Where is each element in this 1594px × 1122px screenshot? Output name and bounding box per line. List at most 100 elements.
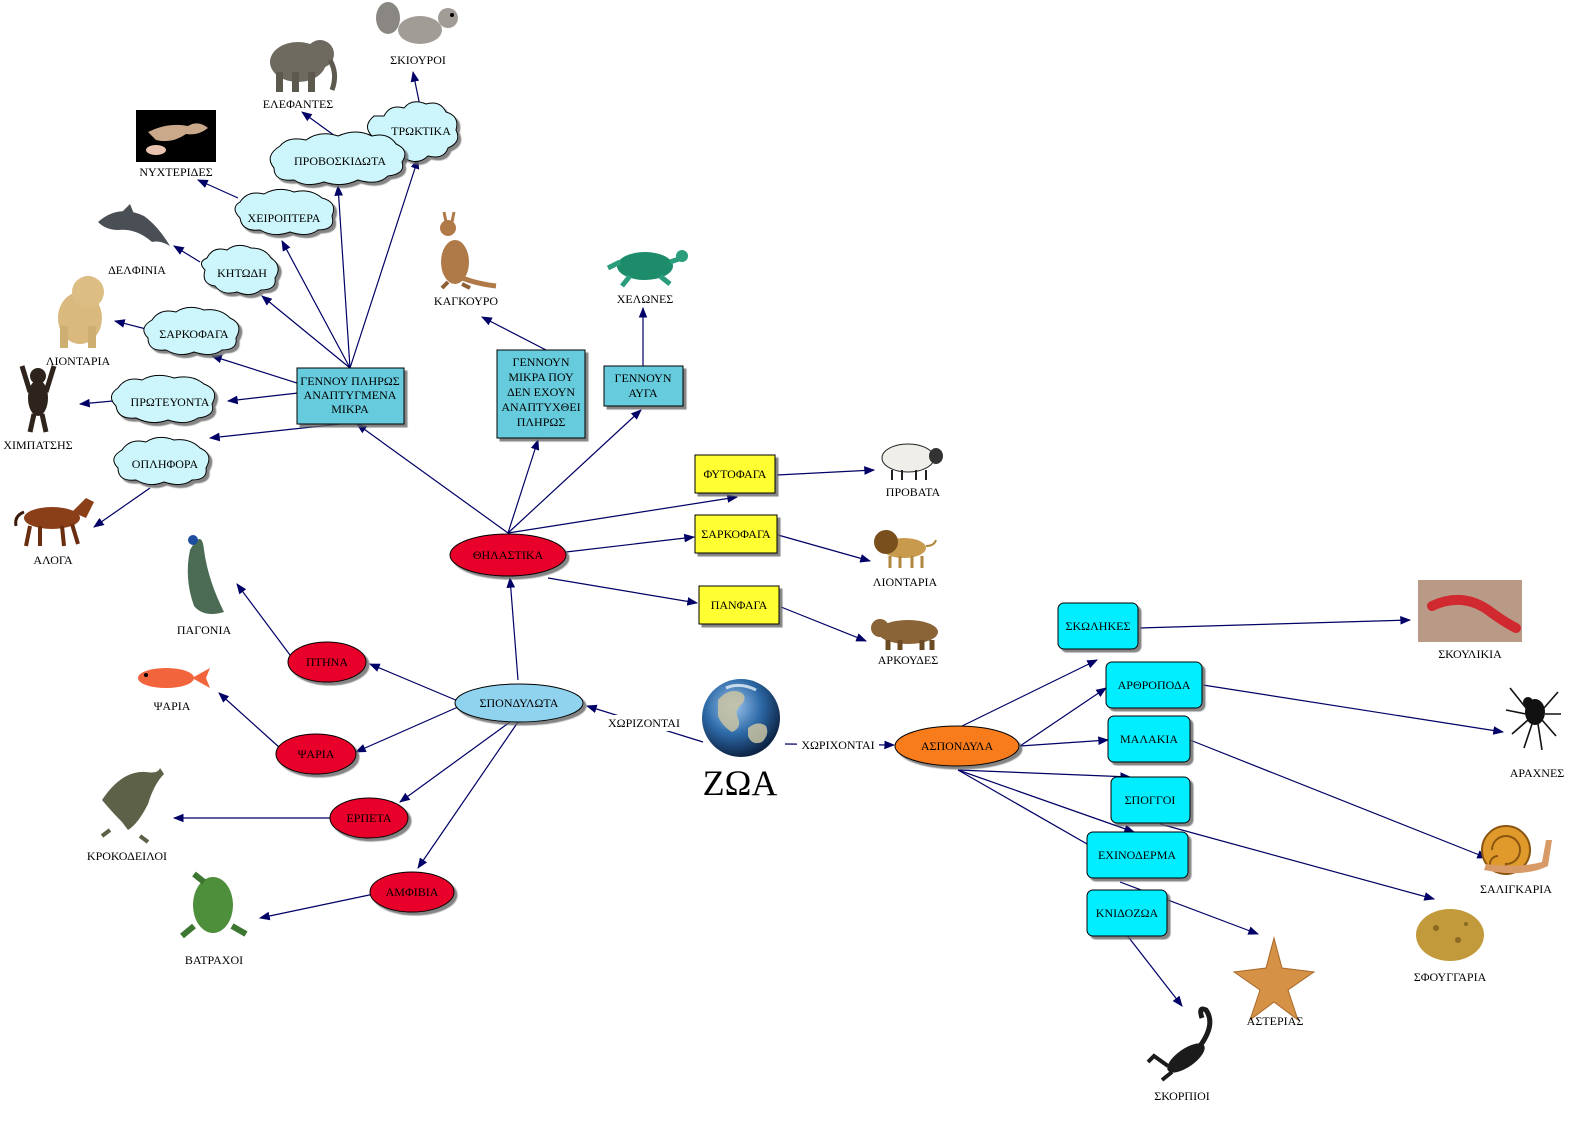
- lion-icon: [874, 530, 937, 568]
- node-fish[interactable]: [275, 733, 357, 775]
- spider-icon: [1505, 687, 1561, 751]
- label-spiders: ΑΡΑΧΝΕΣ: [1510, 766, 1565, 780]
- node-placental-line3: ΜΙΚΡΑ: [331, 402, 369, 416]
- node-vertebrates[interactable]: [454, 683, 584, 723]
- label-kangaroo: ΚΑΓΚΟΥΡΟ: [434, 294, 499, 308]
- label-sheep: ΠΡΟΒΑΤΑ: [886, 485, 941, 499]
- label-snails: ΣΑΛΙΓΚΑΡΙΑ: [1480, 882, 1552, 896]
- bat-icon: [136, 110, 216, 162]
- node-arthropods[interactable]: [1105, 661, 1203, 709]
- node-egg-laying-line2: ΑΥΓΑ: [628, 386, 658, 400]
- crocodile-icon: [100, 768, 164, 844]
- node-omnivores-label: ΠΑΝΦΑΓΑ: [711, 598, 768, 612]
- node-carnivores[interactable]: [694, 514, 778, 554]
- node-cnidarians-label: ΚΝΙΔΟΖΩΑ: [1096, 906, 1159, 920]
- earthworm-icon: [1418, 580, 1522, 642]
- dolphin-icon: [98, 204, 170, 246]
- node-cetaceans[interactable]: [201, 244, 279, 296]
- node-egg-laying[interactable]: [603, 365, 684, 407]
- scorpion-icon: [1146, 1006, 1213, 1082]
- node-echinoderms[interactable]: [1086, 831, 1189, 879]
- sponge-icon: [1416, 909, 1484, 961]
- earth-globe-icon: [702, 679, 780, 757]
- node-ungulates-label: ΟΠΛΗΦΟΡΑ: [132, 457, 199, 471]
- node-marsupial[interactable]: [496, 349, 586, 439]
- label-crocodiles: ΚΡΟΚΟΔΕΙΛΟΙ: [87, 849, 167, 863]
- node-mammals-label: ΘΗΛΑΣΤΙΚΑ: [473, 548, 544, 562]
- node-cnidarians[interactable]: [1086, 889, 1168, 937]
- node-ungulates[interactable]: [113, 436, 210, 486]
- snail-icon: [1481, 825, 1552, 875]
- bear-icon: [871, 619, 938, 650]
- node-sponges-label: ΣΠΟΓΓΟΙ: [1125, 793, 1176, 807]
- node-placental-line1: ΓΕΝΝΟΥ ΠΛΗΡΩΣ: [300, 374, 400, 388]
- turtle-icon: [606, 250, 688, 288]
- node-echinoderms-label: ΕΧΙΝΟΔΕΡΜΑ: [1098, 848, 1176, 862]
- horse-icon: [14, 498, 94, 547]
- node-invertebrates-label: ΑΣΠΟΝΔΥΛΑ: [921, 739, 994, 753]
- label-dolphins: ΔΕΛΦΙΝΙΑ: [108, 263, 166, 277]
- node-birds-label: ΠΤΗΝΑ: [306, 655, 348, 669]
- sheep-icon: [881, 443, 943, 480]
- label-peacocks: ΠΑΓΟΝΙΑ: [177, 623, 232, 637]
- node-marsupial-line3: ΔΕΝ ΕΧΟΥΝ: [507, 385, 575, 399]
- node-invertebrates[interactable]: [894, 725, 1020, 767]
- frog-icon: [180, 871, 248, 939]
- node-amphibians[interactable]: [369, 871, 455, 913]
- label-frogs: ΒΑΤΡΑΧΟΙ: [185, 953, 243, 967]
- node-marsupial-line4: ΑΝΑΠΤΥΧΘΕΙ: [501, 400, 580, 414]
- label-horses: ΑΛΟΓΑ: [33, 553, 73, 567]
- starfish-icon: [1232, 936, 1316, 1022]
- node-vertebrates-label: ΣΠΟΝΔΥΛΩΤΑ: [480, 696, 559, 710]
- label-squirrels: ΣΚΙΟΥΡΟΙ: [390, 53, 446, 67]
- label-elephants: ΕΛΕΦΑΝΤΕΣ: [263, 97, 334, 111]
- node-mammals[interactable]: [449, 533, 567, 577]
- node-primates[interactable]: [111, 374, 216, 424]
- edges: [78, 70, 1505, 1007]
- node-primates-label: ΠΡΩΤΕΥΟΝΤΑ: [131, 395, 210, 409]
- node-chiroptera[interactable]: [234, 188, 335, 236]
- node-worms-label: ΣΚΩΛΗΚΕΣ: [1066, 619, 1131, 633]
- fish-icon: [138, 668, 210, 688]
- node-molluscs[interactable]: [1107, 715, 1191, 763]
- node-reptiles-label: ΕΡΠΕΤΑ: [346, 811, 391, 825]
- node-marsupial-line5: ΠΛΗΡΩΣ: [517, 415, 566, 429]
- label-lions-diet: ΛΙΟΝΤΑΡΙΑ: [873, 575, 938, 589]
- peacock-icon: [187, 535, 224, 614]
- label-chimps: ΧΙΜΠΑΤΣΗΣ: [3, 438, 72, 452]
- node-cetaceans-label: ΚΗΤΩΔΗ: [217, 266, 267, 280]
- node-proboscideans[interactable]: [269, 131, 406, 186]
- node-worms[interactable]: [1057, 602, 1139, 650]
- label-scorpions: ΣΚΟΡΠΙΟΙ: [1154, 1089, 1210, 1103]
- elephant-icon: [270, 40, 338, 92]
- label-earthworms: ΣΚΟΥΛΙΚΙΑ: [1438, 647, 1502, 661]
- node-arthropods-label: ΑΡΘΡΟΠΟΔΑ: [1118, 678, 1191, 692]
- node-herbivores[interactable]: [694, 454, 776, 494]
- node-omnivores[interactable]: [698, 585, 780, 625]
- node-carnivora[interactable]: [143, 306, 240, 356]
- node-chiroptera-label: ΧΕΙΡΟΠΤΕΡΑ: [248, 211, 321, 225]
- node-rodents-label: ΤΡΩΚΤΙΚΑ: [391, 124, 451, 138]
- squirrel-icon: [376, 2, 458, 44]
- label-bats: ΝΥΧΤΕΡΙΔΕΣ: [139, 165, 212, 179]
- label-turtles: ΧΕΛΩΝΕΣ: [617, 292, 674, 306]
- node-egg-laying-line1: ΓΕΝΝΟΥΝ: [615, 371, 672, 385]
- node-birds[interactable]: [287, 641, 367, 683]
- chimpanzee-icon: [19, 365, 57, 433]
- edge-label-divide-left: ΧΩΡΙΖΟΝΤΑΙ: [608, 716, 680, 730]
- node-sponges[interactable]: [1110, 776, 1191, 824]
- node-reptiles[interactable]: [329, 797, 409, 839]
- example-labels: ΣΚΙΟΥΡΟΙ ΕΛΕΦΑΝΤΕΣ ΝΥΧΤΕΡΙΔΕΣ ΔΕΛΦΙΝΙΑ Λ…: [3, 53, 1564, 1103]
- node-proboscideans-label: ΠΡΟΒΟΣΚΙΔΩΤΑ: [294, 154, 386, 168]
- node-placental[interactable]: [296, 367, 405, 425]
- label-fish: ΨΑΡΙΑ: [154, 699, 191, 713]
- edge-label-divide-right: ΧΩΡΙΧΟΝΤΑΙ: [801, 738, 874, 752]
- label-lions-top: ΛΙΟΝΤΑΡΙΑ: [46, 354, 111, 368]
- kangaroo-icon: [440, 211, 497, 290]
- node-molluscs-label: ΜΑΛΑΚΙΑ: [1120, 732, 1178, 746]
- node-placental-line2: ΑΝΑΠΤΥΓΜΕΝΑ: [304, 388, 397, 402]
- node-carnivores-label: ΣΑΡΚΟΦΑΓΑ: [701, 527, 771, 541]
- label-bears: ΑΡΚΟΥΔΕΣ: [878, 653, 938, 667]
- node-herbivores-label: ΦΥΤΟΦΑΓΑ: [704, 467, 767, 481]
